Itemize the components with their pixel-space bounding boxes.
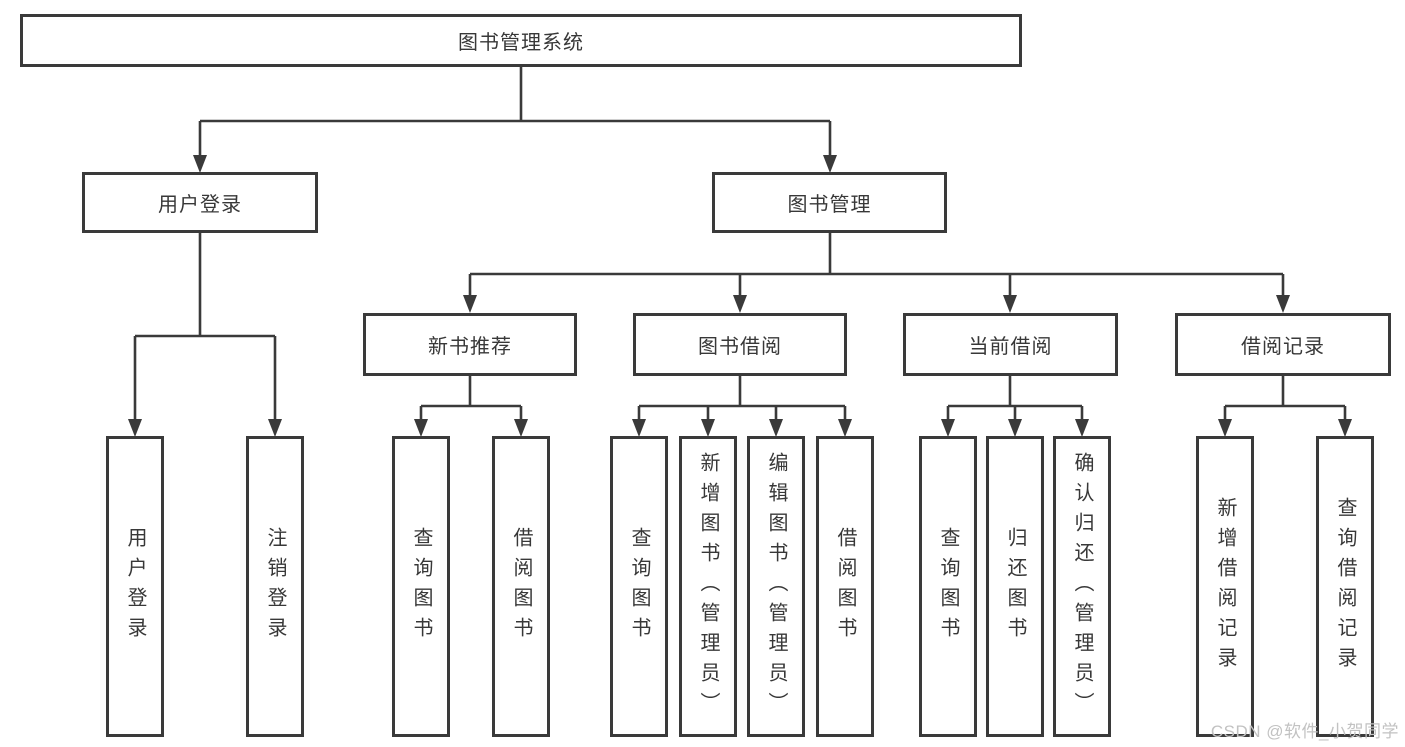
node-label: 用户登录 bbox=[158, 194, 242, 216]
node-label: 借阅图书 bbox=[834, 526, 856, 647]
leaf-query-borrow-record: 查询借阅记录 bbox=[1316, 436, 1374, 737]
node-label: 归还图书 bbox=[1004, 526, 1026, 647]
leaf-query-books-current: 查询图书 bbox=[919, 436, 977, 737]
leaf-logout: 注销登录 bbox=[246, 436, 304, 737]
leaf-query-books-recommend: 查询图书 bbox=[392, 436, 450, 737]
csdn-watermark: CSDN @软件_小贺同学 bbox=[1210, 722, 1399, 741]
leaf-confirm-return-admin: 确认归还（管理员） bbox=[1053, 436, 1111, 737]
node-current-borrowing: 当前借阅 bbox=[903, 313, 1118, 376]
leaf-borrow-books-recommend: 借阅图书 bbox=[492, 436, 550, 737]
arrowheads bbox=[128, 155, 1352, 437]
node-label: 确认归还（管理员） bbox=[1071, 451, 1093, 722]
node-book-management-module: 图书管理 bbox=[712, 172, 947, 233]
leaf-edit-book-admin: 编辑图书（管理员） bbox=[747, 436, 805, 737]
leaf-user-login: 用户登录 bbox=[106, 436, 164, 737]
connector-path bbox=[133, 67, 1347, 422]
leaf-borrow-books: 借阅图书 bbox=[816, 436, 874, 737]
leaf-query-books-borrowing: 查询图书 bbox=[610, 436, 668, 737]
node-label: 用户登录 bbox=[124, 526, 146, 647]
node-label: 新增图书（管理员） bbox=[697, 451, 719, 722]
node-label: 新增借阅记录 bbox=[1214, 496, 1236, 677]
node-label: 查询图书 bbox=[937, 526, 959, 647]
node-label: 当前借阅 bbox=[968, 336, 1053, 358]
leaf-add-book-admin: 新增图书（管理员） bbox=[679, 436, 737, 737]
node-system-root: 图书管理系统 bbox=[20, 14, 1022, 67]
node-label: 图书管理 bbox=[787, 194, 872, 216]
node-new-book-recommend: 新书推荐 bbox=[363, 313, 577, 376]
node-label: 图书借阅 bbox=[698, 336, 782, 358]
node-book-borrowing: 图书借阅 bbox=[633, 313, 847, 376]
leaf-return-book: 归还图书 bbox=[986, 436, 1044, 737]
node-label: 编辑图书（管理员） bbox=[765, 451, 787, 722]
node-label: 新书推荐 bbox=[428, 336, 512, 358]
node-label: 查询图书 bbox=[410, 526, 432, 647]
node-label: 查询图书 bbox=[628, 526, 650, 647]
node-label: 查询借阅记录 bbox=[1334, 496, 1356, 677]
node-label: 借阅图书 bbox=[510, 526, 532, 647]
leaf-add-borrow-record: 新增借阅记录 bbox=[1196, 436, 1254, 737]
node-user-login-module: 用户登录 bbox=[82, 172, 318, 233]
node-label: 注销登录 bbox=[264, 526, 286, 647]
node-label: 借阅记录 bbox=[1241, 336, 1325, 358]
node-borrowing-records: 借阅记录 bbox=[1175, 313, 1391, 376]
node-label: 图书管理系统 bbox=[458, 32, 584, 54]
